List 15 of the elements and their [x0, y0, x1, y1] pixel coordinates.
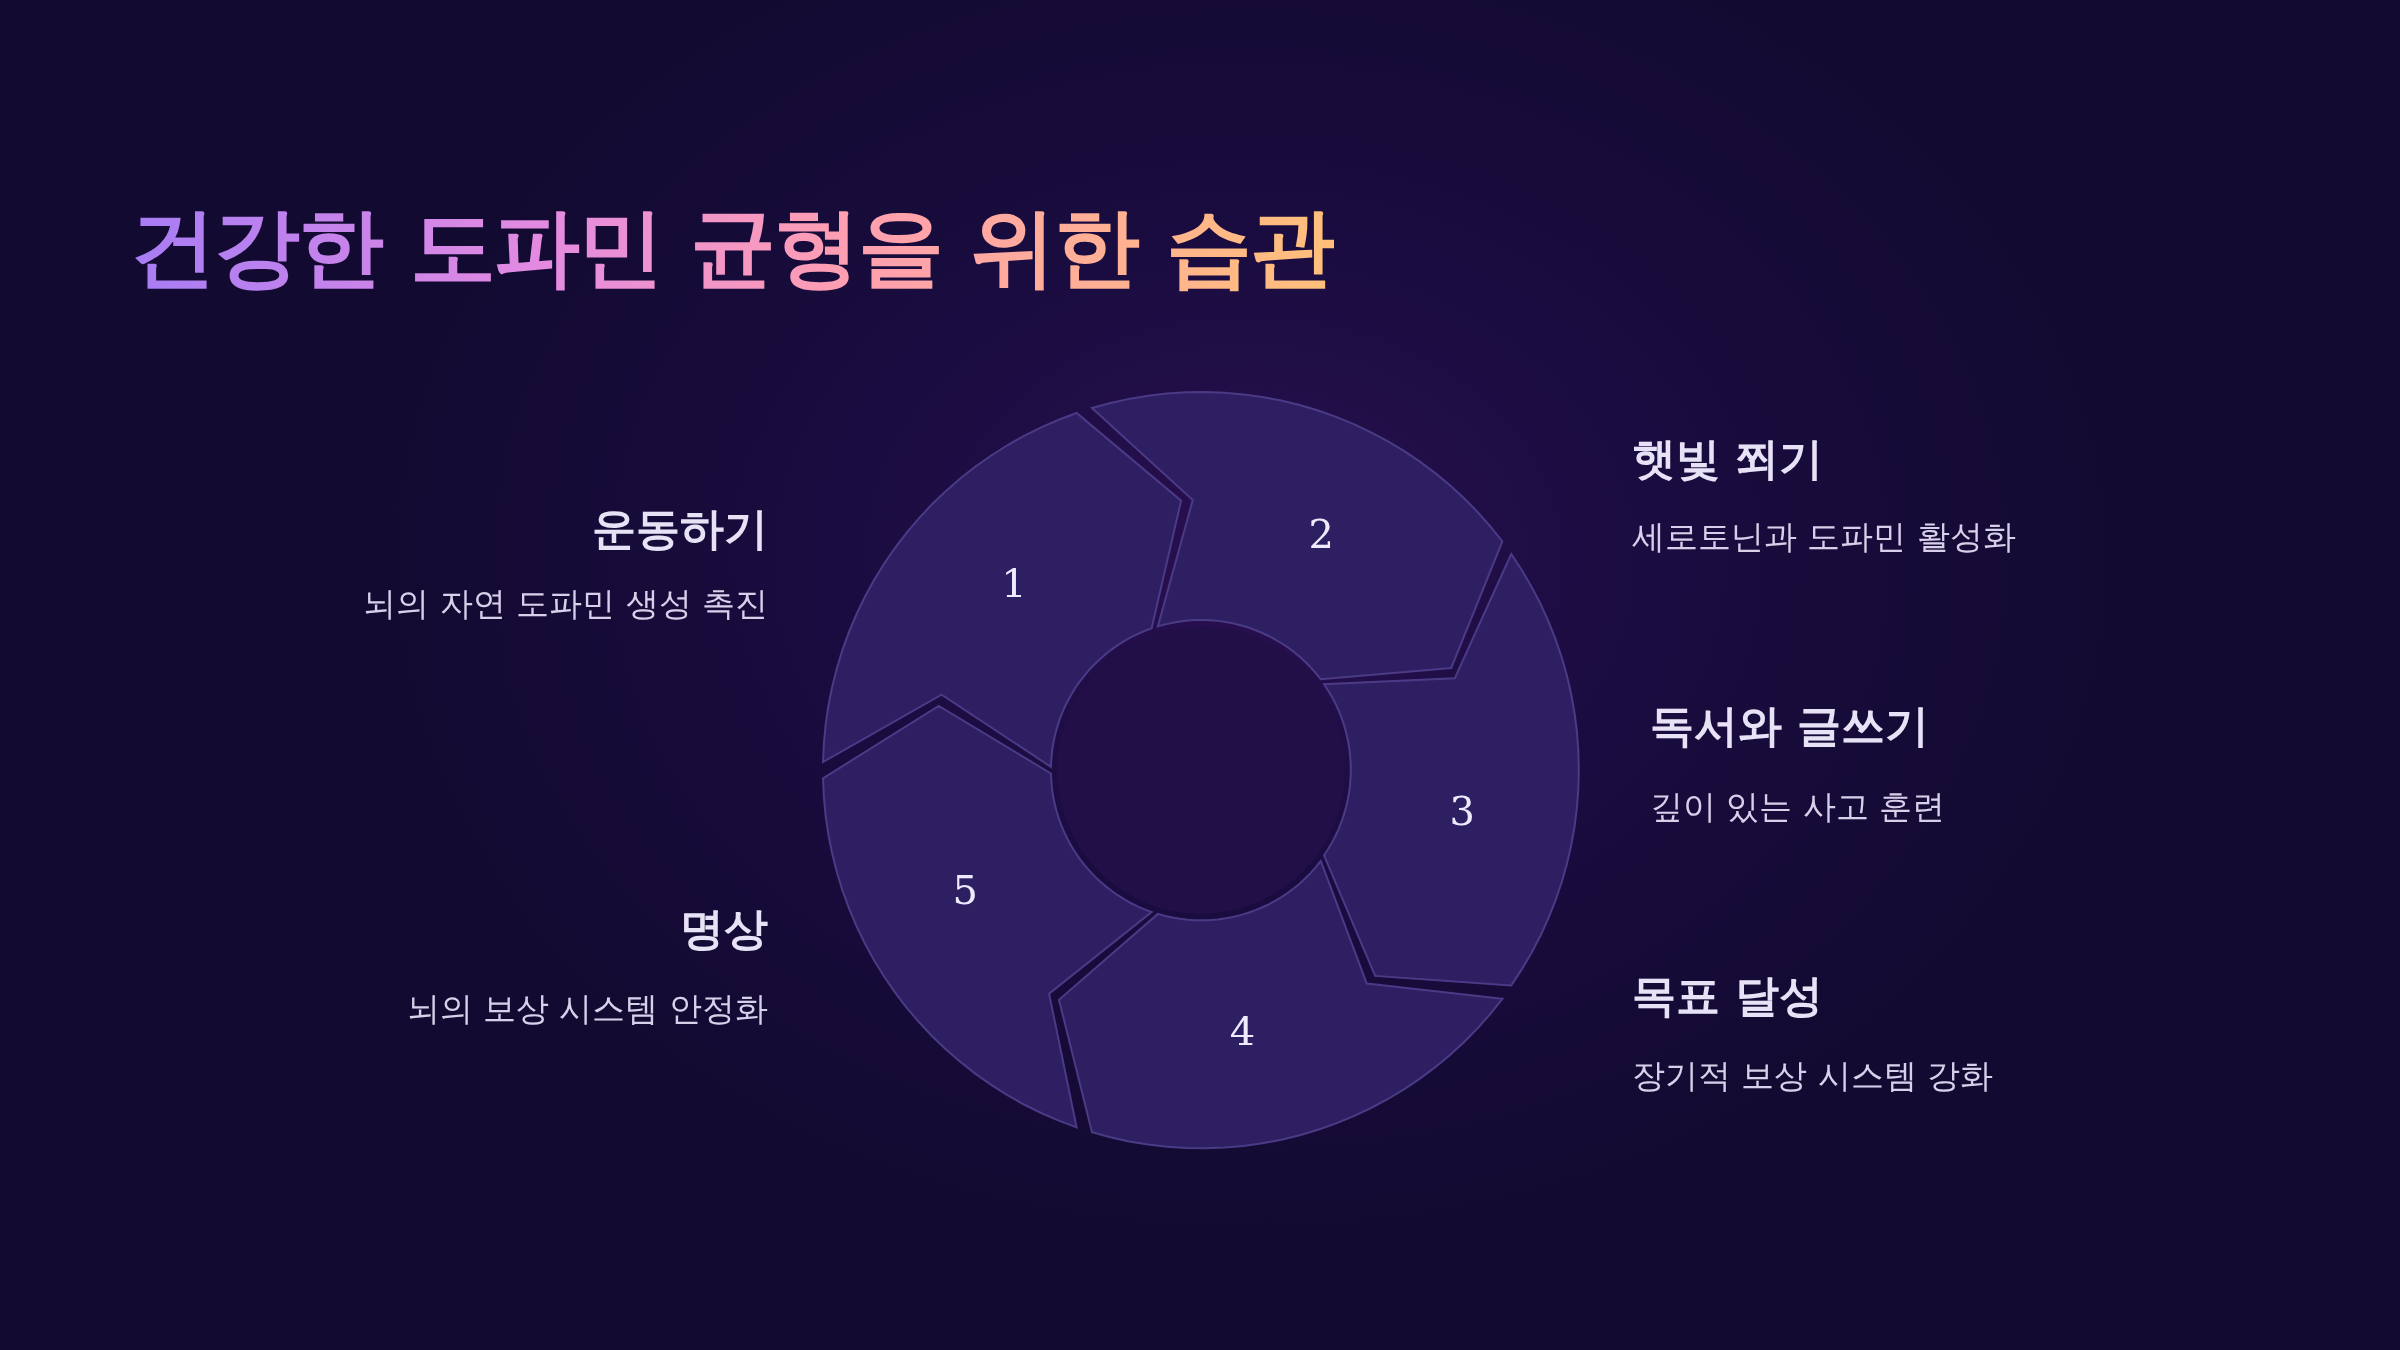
habit-description: 세로토닌과 도파민 활성화: [1632, 516, 2016, 558]
step-number: 4: [1229, 1008, 1256, 1055]
step-number: 1: [1001, 559, 1027, 606]
habit-heading: 햇빛 쬐기: [1632, 432, 1824, 486]
habit-description: 깊이 있는 사고 훈련: [1650, 786, 1946, 828]
habit-heading: 독서와 글쓰기: [1650, 699, 1930, 753]
habit-heading: 목표 달성: [1632, 969, 1824, 1023]
habit-description: 뇌의 보상 시스템 안정화: [406, 988, 768, 1030]
step-number: 3: [1449, 788, 1476, 835]
habit-heading: 운동하기: [592, 502, 768, 556]
habit-description: 장기적 보상 시스템 강화: [1632, 1055, 1994, 1097]
step-number: 2: [1308, 511, 1334, 558]
habit-description: 뇌의 자연 도파민 생성 촉진: [363, 583, 768, 625]
step-number: 5: [952, 867, 978, 914]
habit-heading: 명상: [680, 902, 768, 956]
